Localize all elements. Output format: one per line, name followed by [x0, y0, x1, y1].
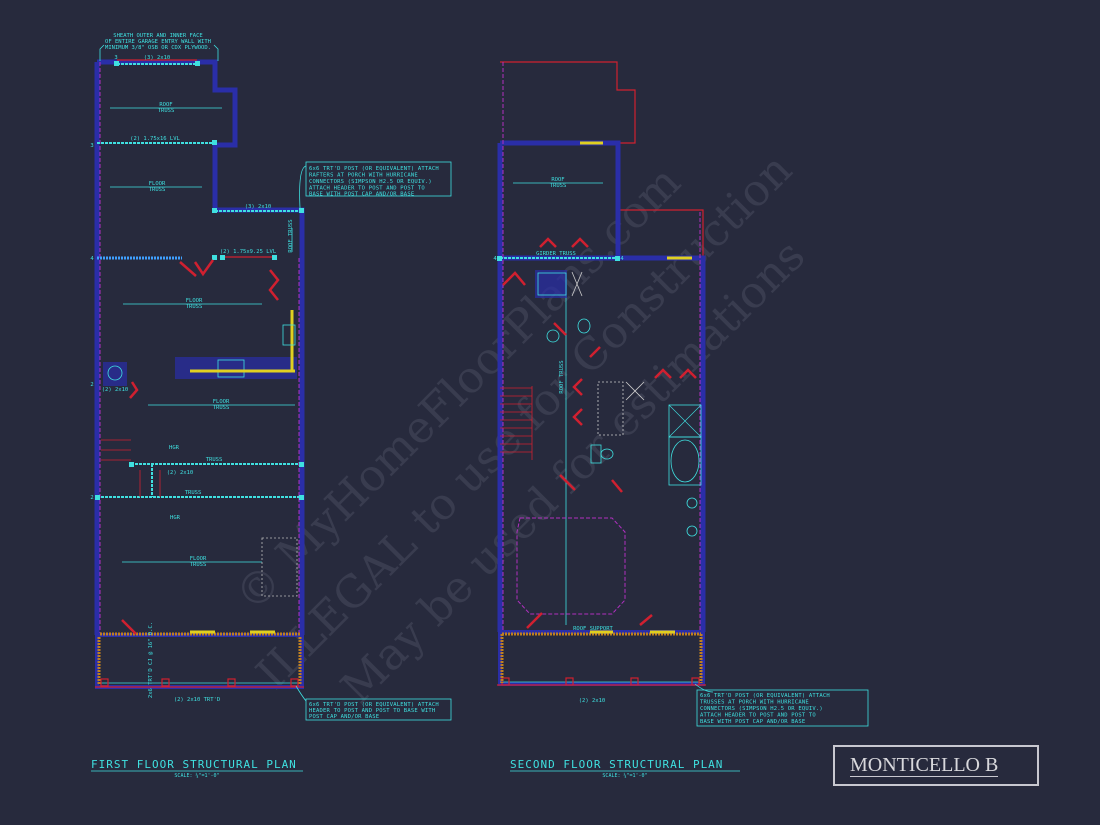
beam-label: (2) 1.75x16 LVL — [130, 136, 180, 142]
beam-label: (3) 2x10 — [144, 55, 171, 61]
post-number: 4 — [493, 256, 497, 262]
post-note-5: BASE WITH POST CAP AND/OR BASE — [700, 719, 805, 725]
post-note-upper-5: BASE WITH POST CAP AND/OR BASE — [309, 192, 414, 198]
second-floor-title: SECOND FLOOR STRUCTURAL PLAN — [510, 758, 723, 771]
post-note-1: 6x6 TRT'D POST (OR EQUIVALENT) ATTACH — [700, 693, 830, 699]
truss-label: TRUSS — [190, 562, 207, 568]
post-note-lower-2: HEADER TO POST AND POST TO BASE WITH — [309, 708, 435, 714]
watermark-line-2: ILLEGAL to use for Construction — [247, 144, 802, 699]
truss-label: TRUSS — [185, 490, 202, 496]
truss-label: TRUSS — [158, 108, 175, 114]
sheath-note-2: OF ENTIRE GARAGE ENTRY WALL WITH — [105, 39, 211, 45]
second-floor-plan: 6x6 TRT'D POST (OR EQUIVALENT) ATTACH TR… — [493, 61, 869, 779]
post-note-lower-3: POST CAP AND/OR BASE — [309, 714, 379, 720]
beam-label: (2) 1.75x9.25 LVL — [220, 249, 277, 255]
post-number: 4 — [90, 256, 94, 262]
post-note-3: CONNECTORS (SIMPSON H2.5 OR EQUIV.) — [700, 706, 823, 712]
hanger-label: HGR — [170, 515, 181, 521]
truss-label: ROOF TRUSS — [559, 360, 565, 393]
hanger-label: HGR — [169, 445, 180, 451]
truss-label: ROOF TRUSS — [288, 219, 294, 252]
beam-label: (2) 2x10 TRT'D — [174, 697, 220, 703]
truss-label: FLOOR — [149, 181, 166, 187]
project-title-block: MONTICELLO B — [833, 745, 1039, 786]
post-number: 2 — [90, 495, 93, 501]
truss-label: TRUSS — [149, 187, 166, 193]
truss-label: FLOOR — [190, 556, 207, 562]
beam-label: (2) 2x10 — [167, 470, 194, 476]
truss-label: TRUSS — [550, 183, 567, 189]
second-floor-scale: SCALE: ¼"=1'-0" — [602, 773, 647, 779]
post-note-upper-2: RAFTERS AT PORCH WITH HURRICANE — [309, 173, 418, 179]
watermark: © MyHomeFloorPlans.com ILLEGAL to use fo… — [225, 144, 815, 713]
beam-label: GIRDER TRUSS — [536, 251, 576, 257]
truss-label: FLOOR — [186, 298, 203, 304]
post-note-2: TRUSSES AT PORCH WITH HURRICANE — [700, 700, 809, 706]
first-floor-scale: SCALE: ¼"=1'-0" — [174, 773, 219, 779]
truss-label: TRUSS — [206, 457, 223, 463]
post-number: 3 — [114, 55, 117, 61]
first-floor-plan: SHEATH OUTER AND INNER FACE OF ENTIRE GA… — [90, 33, 452, 779]
support-label: ROOF SUPPORT — [573, 626, 613, 632]
post-note-upper-3: CONNECTORS (SIMPSON H2.5 OR EQUIV.) — [309, 179, 432, 185]
truss-label: TRUSS — [186, 304, 203, 310]
beam-label: (2) 2x10 — [579, 698, 606, 704]
post-note-lower-1: 6x6 TRT'D POST (OR EQUIVALENT) ATTACH — [309, 702, 439, 708]
joist-label: 2x6 TRT'D CJ @ 16" O.C. — [148, 622, 154, 698]
post-number: 3 — [90, 143, 93, 149]
truss-label: ROOF — [159, 102, 172, 108]
beam-label: (2) 2x10 — [102, 387, 129, 393]
post-note-upper-1: 6x6 TRT'D POST (OR EQUIVALENT) ATTACH — [309, 166, 439, 172]
post-note-upper-4: ATTACH HEADER TO POST AND POST TO — [309, 186, 425, 192]
sheath-note-1: SHEATH OUTER AND INNER FACE — [113, 33, 202, 39]
sheath-note-3: MINIMUM 3/8" OSB OR CDX PLYWOOD. — [105, 45, 211, 51]
beam-label: (3) 2x10 — [245, 204, 272, 210]
truss-label: ROOF — [551, 177, 564, 183]
post-note-4: ATTACH HEADER TO POST AND POST TO — [700, 713, 816, 719]
truss-label: FLOOR — [213, 399, 230, 405]
post-number: 4 — [620, 256, 624, 262]
first-floor-title: FIRST FLOOR STRUCTURAL PLAN — [91, 758, 297, 771]
post-number: 2 — [90, 382, 93, 388]
truss-label: TRUSS — [213, 405, 230, 411]
project-name: MONTICELLO B — [850, 754, 999, 777]
